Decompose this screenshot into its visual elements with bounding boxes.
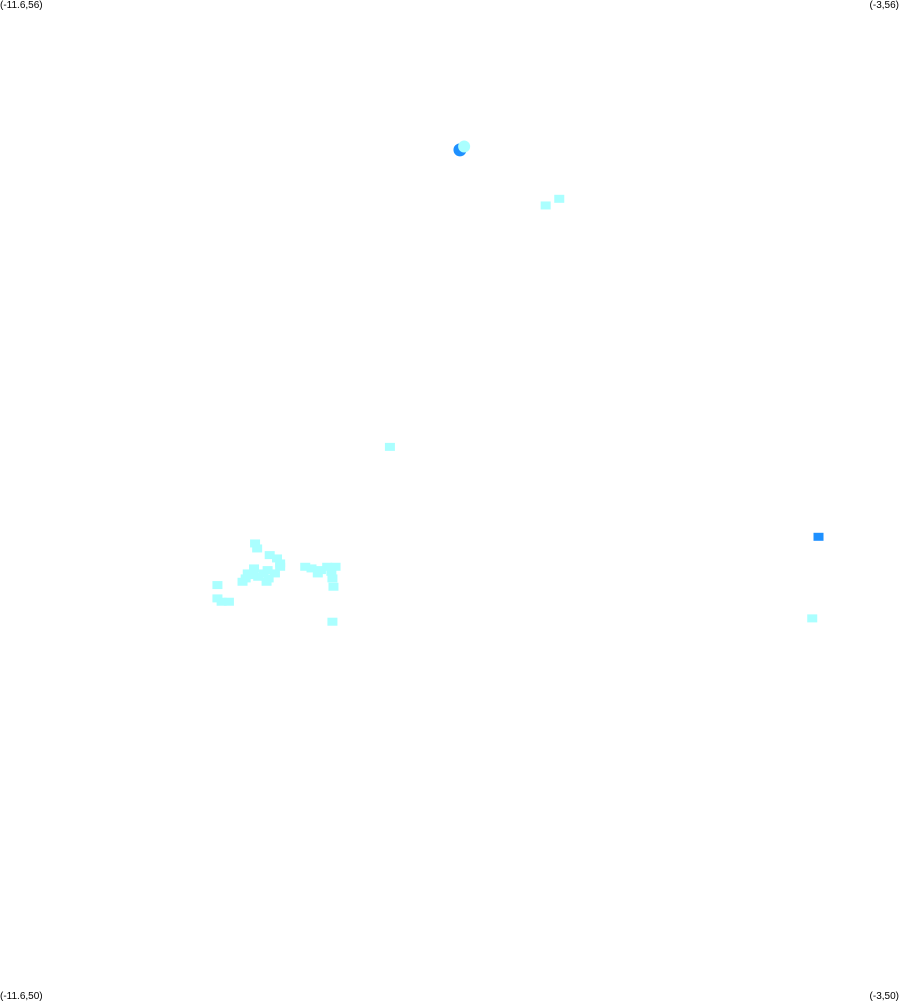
map-marker bbox=[807, 614, 818, 623]
corner-label-top-right: (-3,56) bbox=[869, 0, 899, 11]
corner-label-bottom-right: (-3,50) bbox=[869, 991, 899, 1002]
map-marker bbox=[458, 140, 471, 153]
map-marker bbox=[327, 574, 338, 583]
map-marker bbox=[253, 572, 264, 581]
map-marker bbox=[327, 617, 338, 626]
map-marker bbox=[237, 577, 248, 586]
map-marker bbox=[328, 582, 339, 591]
map-marker bbox=[258, 569, 269, 578]
map-marker bbox=[249, 564, 260, 573]
corner-label-bottom-left: (-11.6,50) bbox=[0, 991, 43, 1002]
map-marker bbox=[264, 551, 275, 560]
map-marker bbox=[326, 567, 337, 576]
map-marker bbox=[275, 562, 286, 571]
map-marker bbox=[330, 562, 341, 571]
map-marker bbox=[322, 562, 333, 571]
map-marker bbox=[216, 597, 227, 606]
map-marker bbox=[306, 564, 317, 573]
map-marker bbox=[269, 569, 280, 578]
map-marker bbox=[384, 442, 395, 451]
map-marker bbox=[261, 577, 272, 586]
map-marker bbox=[212, 581, 223, 590]
map-marker bbox=[813, 532, 824, 541]
map-marker bbox=[252, 544, 263, 553]
map-marker bbox=[247, 571, 258, 580]
map-marker bbox=[272, 554, 283, 563]
map-marker bbox=[223, 597, 234, 606]
corner-label-top-left: (-11.6,56) bbox=[0, 0, 43, 11]
map-marker bbox=[300, 562, 311, 571]
map-marker bbox=[540, 201, 551, 210]
map-marker bbox=[242, 569, 253, 578]
map-marker bbox=[312, 569, 323, 578]
map-marker bbox=[250, 539, 261, 548]
map-marker bbox=[554, 194, 565, 203]
